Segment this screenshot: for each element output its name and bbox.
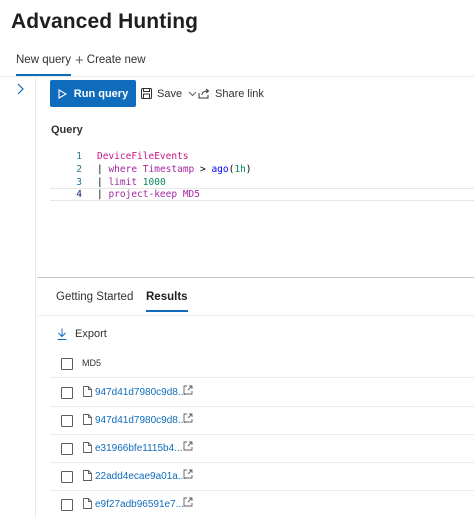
table-row: 947d41d7980c9d8...: [50, 379, 474, 407]
file-icon: [83, 442, 92, 453]
code-line[interactable]: 3 | limit 1000: [50, 176, 474, 189]
share-link-button[interactable]: Share link: [198, 80, 264, 107]
share-icon: [198, 88, 210, 99]
play-icon: [58, 88, 67, 99]
row-checkbox[interactable]: [61, 471, 73, 483]
plus-icon: +: [75, 51, 84, 69]
line-number: 4: [76, 189, 82, 200]
file-icon: [83, 386, 92, 397]
code-line-active[interactable]: 4 | project-keep MD5: [50, 188, 474, 201]
share-link-label: Share link: [215, 87, 264, 100]
active-tab-indicator: [16, 74, 71, 76]
code-text: | where Timestamp > ago(1h): [97, 164, 252, 175]
md5-link[interactable]: 22add4ecae9a01a...: [95, 471, 187, 482]
open-external-icon[interactable]: [183, 469, 193, 479]
code-line[interactable]: 2 | where Timestamp > ago(1h): [50, 163, 474, 176]
code-text: | limit 1000: [97, 177, 166, 188]
open-external-icon[interactable]: [183, 413, 193, 423]
save-label: Save: [157, 87, 183, 100]
results-tabbar-divider: [37, 315, 474, 316]
page-title: Advanced Hunting: [11, 10, 199, 33]
run-query-label: Run query: [73, 87, 129, 100]
query-toolbar: Run query Save Share link: [50, 80, 470, 108]
column-header-md5[interactable]: MD5: [82, 358, 102, 368]
table-row: e31966bfe1115b4...: [50, 435, 474, 463]
create-new-label: Create new: [86, 54, 146, 66]
open-external-icon[interactable]: [183, 497, 193, 507]
tab-getting-started-label: Getting Started: [56, 291, 134, 303]
editor-results-splitter[interactable]: [37, 277, 474, 278]
save-icon: [141, 88, 152, 99]
code-text: | project-keep MD5: [97, 189, 200, 200]
run-query-button[interactable]: Run query: [50, 80, 136, 107]
tab-new-query-label: New query: [16, 54, 71, 66]
query-editor[interactable]: 1 DeviceFileEvents 2 | where Timestamp >…: [50, 148, 474, 278]
tabbar-divider: [0, 76, 474, 77]
file-icon: [83, 414, 92, 425]
select-all-checkbox[interactable]: [61, 358, 73, 370]
create-new-button[interactable]: + Create new: [75, 44, 146, 76]
active-tab-indicator: [146, 310, 188, 312]
line-number: 1: [76, 151, 82, 162]
table-row: 22add4ecae9a01a...: [50, 463, 474, 491]
md5-link[interactable]: 947d41d7980c9d8...: [95, 387, 187, 398]
code-line[interactable]: 1 DeviceFileEvents: [50, 150, 474, 163]
md5-link[interactable]: e31966bfe1115b4...: [95, 443, 183, 454]
row-checkbox[interactable]: [61, 415, 73, 427]
md5-link[interactable]: 947d41d7980c9d8...: [95, 415, 187, 426]
line-number: 3: [76, 177, 82, 188]
chevron-right-icon[interactable]: [14, 83, 26, 95]
query-label: Query: [51, 124, 83, 136]
grid-header: MD5: [50, 350, 474, 378]
save-button[interactable]: Save: [141, 80, 202, 107]
line-number: 2: [76, 164, 82, 175]
row-checkbox[interactable]: [61, 443, 73, 455]
row-checkbox[interactable]: [61, 499, 73, 511]
results-tabbar: Getting Started Results: [56, 284, 456, 312]
open-external-icon[interactable]: [183, 385, 193, 395]
file-icon: [83, 498, 92, 509]
file-icon: [83, 470, 92, 481]
query-tabbar: New query + Create new: [0, 44, 474, 76]
table-row: e9f27adb96591e7...: [50, 491, 474, 518]
export-label: Export: [75, 328, 107, 340]
table-row: 947d41d7980c9d8...: [50, 407, 474, 435]
tab-results-label: Results: [146, 291, 188, 303]
tab-getting-started[interactable]: Getting Started: [56, 284, 133, 310]
row-checkbox[interactable]: [61, 387, 73, 399]
schema-rail: [0, 77, 36, 518]
md5-link[interactable]: e9f27adb96591e7...: [95, 499, 184, 510]
tab-new-query[interactable]: New query: [16, 44, 71, 76]
chevron-down-icon: [188, 91, 197, 96]
tab-results[interactable]: Results: [146, 284, 188, 312]
export-button[interactable]: Export: [57, 326, 107, 342]
code-text: DeviceFileEvents: [97, 151, 189, 162]
download-icon: [57, 328, 67, 340]
open-external-icon[interactable]: [183, 441, 193, 451]
